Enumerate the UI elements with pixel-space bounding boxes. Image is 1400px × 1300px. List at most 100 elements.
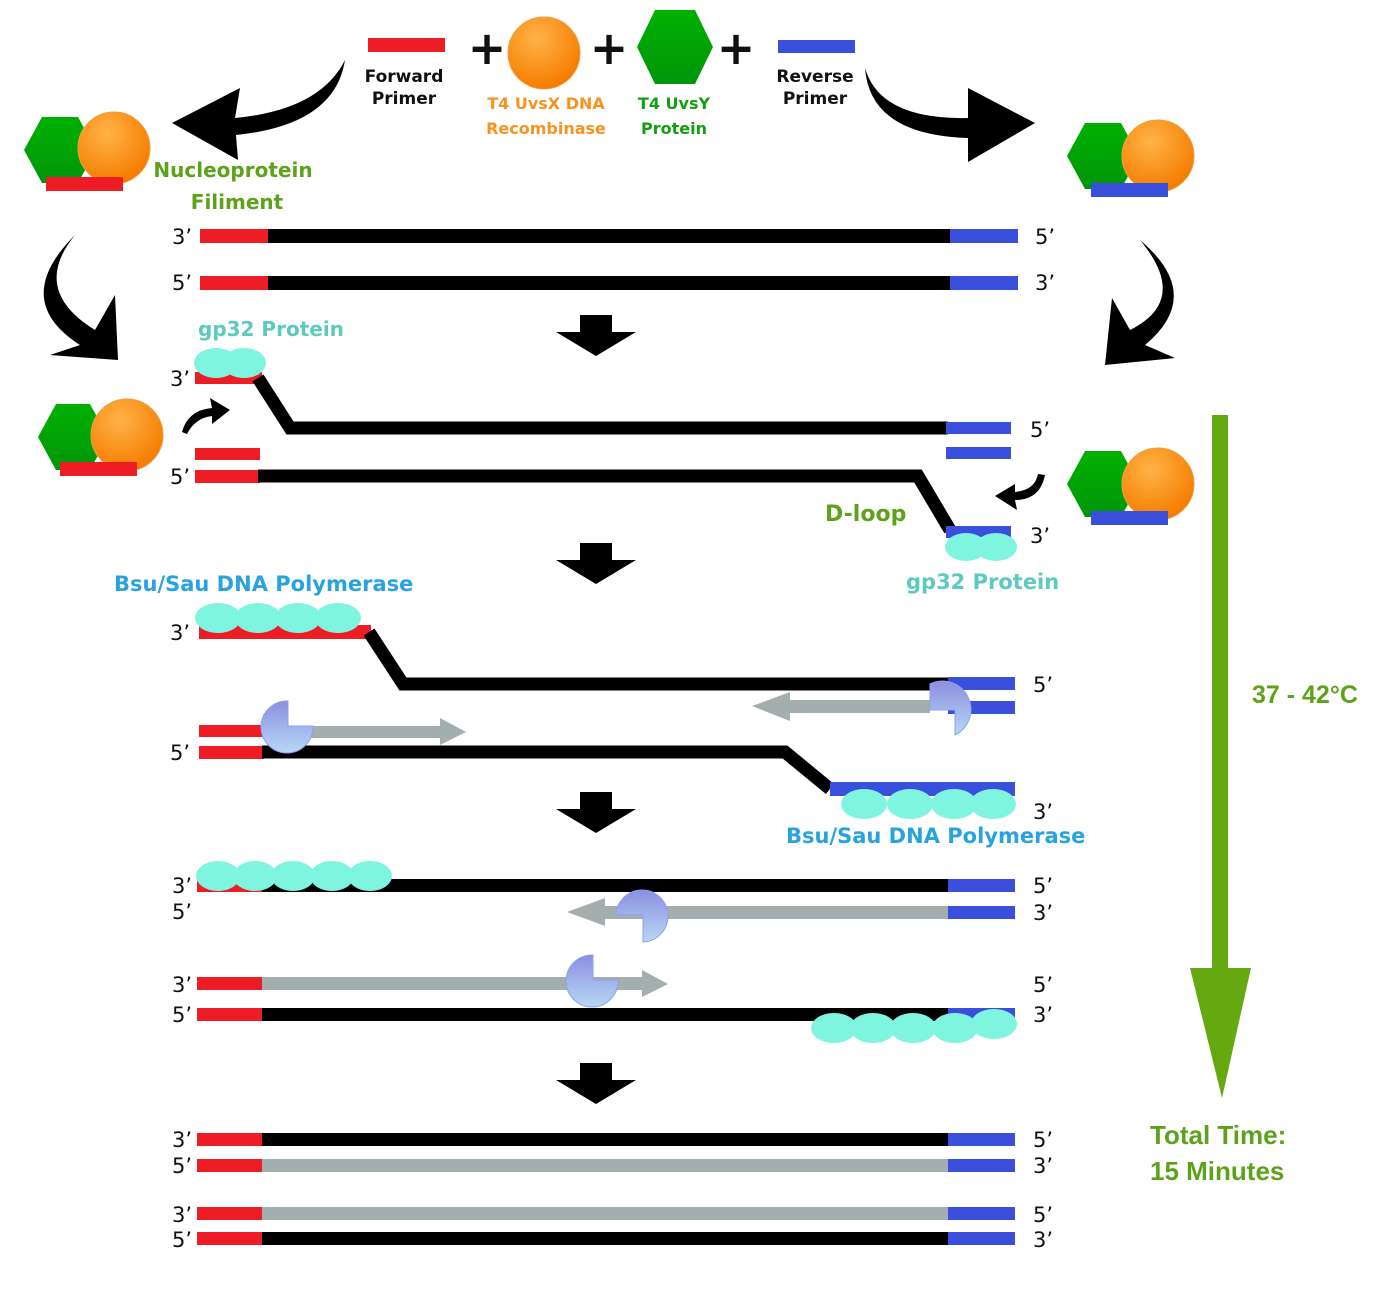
recombinase-icon <box>1121 119 1195 193</box>
plus-icon: + <box>590 21 629 75</box>
recombinase-legend: T4 UvsX DNA Recombinase <box>486 16 606 138</box>
temperature-label: 37 - 42°C <box>1252 681 1358 709</box>
recombinase-icon <box>77 111 151 185</box>
nucleoprotein-filament-reverse <box>1067 119 1195 197</box>
amplicon-2: 3’ 5’ 5’ 3’ <box>172 1203 1053 1252</box>
step-arrow-icon <box>556 543 636 584</box>
uvsy-hexagon-icon <box>1067 123 1139 189</box>
end-label: 5’ <box>1033 1128 1053 1152</box>
polymerase-label-right: Bsu/Sau DNA Polymerase <box>786 824 1085 848</box>
gp32-protein-icon <box>945 533 987 561</box>
new-strand-arrow <box>310 718 466 745</box>
gp32-protein-icon <box>887 789 933 819</box>
curved-arrow-down-right-icon <box>1105 240 1175 365</box>
polymerase-icon <box>260 700 314 754</box>
gp32-protein-icon <box>971 1009 1017 1039</box>
invasion-forward: 3’ 5’ 5’ 3’ <box>170 348 1050 561</box>
end-label: 5’ <box>172 1003 192 1027</box>
nucleoprotein-filament-reverse-2 <box>1067 447 1195 525</box>
amplicon-1: 3’ 5’ 5’ 3’ <box>172 1128 1053 1178</box>
curved-arrow-right-icon <box>865 68 1035 162</box>
gp32-protein-icon <box>841 789 887 819</box>
polymerase-icon <box>565 954 619 1008</box>
end-label: 3’ <box>172 1128 192 1152</box>
gp32-protein-icon <box>275 603 321 633</box>
end-label: 5’ <box>170 741 190 765</box>
uvsy-label-2: Protein <box>641 119 707 138</box>
end-label: 5’ <box>1033 673 1053 697</box>
gp32-protein-icon <box>310 861 354 891</box>
step-arrow-icon <box>556 792 636 833</box>
end-label: 5’ <box>170 465 190 489</box>
polymerase-icon <box>615 889 669 943</box>
dloop-label: D-loop <box>825 502 906 527</box>
end-label: 3’ <box>1035 271 1055 295</box>
step-arrow-icon <box>556 315 636 356</box>
nucleoprotein-filament-forward-2 <box>38 398 164 476</box>
extension-stage: 3’ 5’ 5’ 3’ <box>170 603 1053 824</box>
gp32-protein-icon <box>811 1013 857 1043</box>
reverse-primer-icon <box>1091 183 1168 197</box>
total-time-label-1: Total Time: <box>1150 1120 1286 1150</box>
nucleoprotein-label-1: Nucleoprotein <box>153 158 312 182</box>
recombinase-icon <box>1121 447 1195 521</box>
gp32-protein-icon <box>315 603 361 633</box>
forward-primer-legend: Forward Primer <box>365 38 445 109</box>
gp32-protein-icon <box>931 789 977 819</box>
end-label: 3’ <box>172 874 192 898</box>
end-label: 5’ <box>1035 225 1055 249</box>
gp32-label-right: gp32 Protein <box>906 570 1059 594</box>
gp32-protein-icon <box>195 603 241 633</box>
gp32-protein-icon <box>975 533 1017 561</box>
end-label: 3’ <box>1033 1154 1053 1178</box>
curved-arrow-down-left-icon <box>43 235 118 360</box>
gp32-protein-icon <box>932 1013 978 1043</box>
reverse-primer-label-1: Reverse <box>776 67 853 87</box>
plus-icon: + <box>717 21 756 75</box>
nucleoprotein-filament-forward <box>24 111 151 191</box>
uvsy-hexagon-icon <box>24 117 96 183</box>
uvsy-legend: T4 UvsY Protein <box>637 10 713 138</box>
end-label: 3’ <box>1030 524 1050 548</box>
end-label: 3’ <box>1033 1228 1053 1252</box>
forward-primer-icon <box>60 462 137 476</box>
reverse-primer-legend: Reverse Primer <box>776 40 855 109</box>
uvsy-hexagon-icon <box>38 404 108 470</box>
forward-primer-label-2: Primer <box>372 89 437 109</box>
gp32-protein-icon <box>222 348 266 378</box>
plus-icon: + <box>468 21 507 75</box>
end-label: 3’ <box>1033 1003 1053 1027</box>
end-label: 3’ <box>172 973 192 997</box>
uvsy-hexagon-icon <box>1067 451 1139 517</box>
end-label: 3’ <box>172 1203 192 1227</box>
end-label: 5’ <box>172 1154 192 1178</box>
nucleoprotein-label-2: Filiment <box>191 190 284 214</box>
time-arrow <box>1190 415 1251 1098</box>
end-label: 5’ <box>172 271 192 295</box>
template-dsdna: 3’ 5’ 5’ 3’ <box>172 225 1055 295</box>
gp32-protein-icon <box>348 861 392 891</box>
end-label: 5’ <box>172 1228 192 1252</box>
gp32-protein-icon <box>850 1013 896 1043</box>
recombinase-icon <box>90 398 164 472</box>
small-curved-arrow-icon <box>182 398 230 434</box>
end-label: 5’ <box>1030 418 1050 442</box>
curved-arrow-left-icon <box>172 60 345 160</box>
end-label: 3’ <box>172 225 192 249</box>
polymerase-label-left: Bsu/Sau DNA Polymerase <box>114 572 413 596</box>
reverse-primer-icon <box>778 40 855 53</box>
forward-primer-icon <box>46 177 123 191</box>
forward-primer-icon <box>368 38 445 52</box>
new-strand-arrow <box>752 692 930 721</box>
new-strand-arrow <box>262 970 668 997</box>
forward-primer-label-1: Forward <box>365 67 444 87</box>
gp32-protein-icon <box>890 1013 936 1043</box>
reverse-primer-label-2: Primer <box>783 89 848 109</box>
gp32-protein-icon <box>235 603 281 633</box>
small-curved-arrow-icon <box>995 474 1045 510</box>
gp32-label-top: gp32 Protein <box>198 317 344 341</box>
recombinase-label-1: T4 UvsX DNA <box>487 94 605 113</box>
end-label: 5’ <box>1033 874 1053 898</box>
gp32-protein-icon <box>271 861 315 891</box>
